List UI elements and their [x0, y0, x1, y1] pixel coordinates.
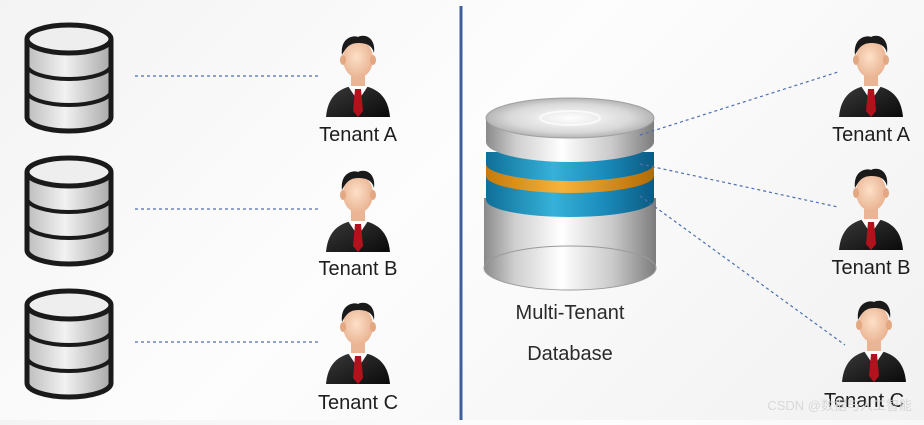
- right-tenant-b-person-icon: [839, 168, 903, 250]
- left-database-b-icon: [27, 158, 111, 264]
- left-tenant-a-label: Tenant A: [319, 124, 397, 146]
- right-tenant-c-label: Tenant C: [823, 390, 905, 412]
- multi-tenant-database-icon: [483, 97, 657, 291]
- left-tenant-b-person-icon: [326, 170, 390, 252]
- left-tenant-c-label: Tenant C: [317, 392, 399, 414]
- left-tenant-a-person-icon: [326, 35, 390, 117]
- left-database-a-icon: [27, 25, 111, 131]
- right-connector-a: [639, 71, 839, 136]
- database-label-line2: Database: [527, 343, 613, 365]
- right-tenant-a-label: Tenant A: [832, 124, 910, 146]
- right-connector-c: [639, 195, 846, 346]
- left-database-c-icon: [27, 291, 111, 397]
- right-tenant-a-person-icon: [839, 35, 903, 117]
- database-label-line1: Multi-Tenant: [515, 302, 625, 324]
- left-tenant-c-person-icon: [326, 302, 390, 384]
- right-tenant-c-person-icon: [842, 300, 906, 382]
- right-tenant-b-label: Tenant B: [831, 257, 911, 279]
- left-tenant-b-label: Tenant B: [318, 258, 398, 280]
- right-connector-b: [639, 163, 839, 208]
- watermark: CSDN @数据与人工智能: [767, 398, 912, 413]
